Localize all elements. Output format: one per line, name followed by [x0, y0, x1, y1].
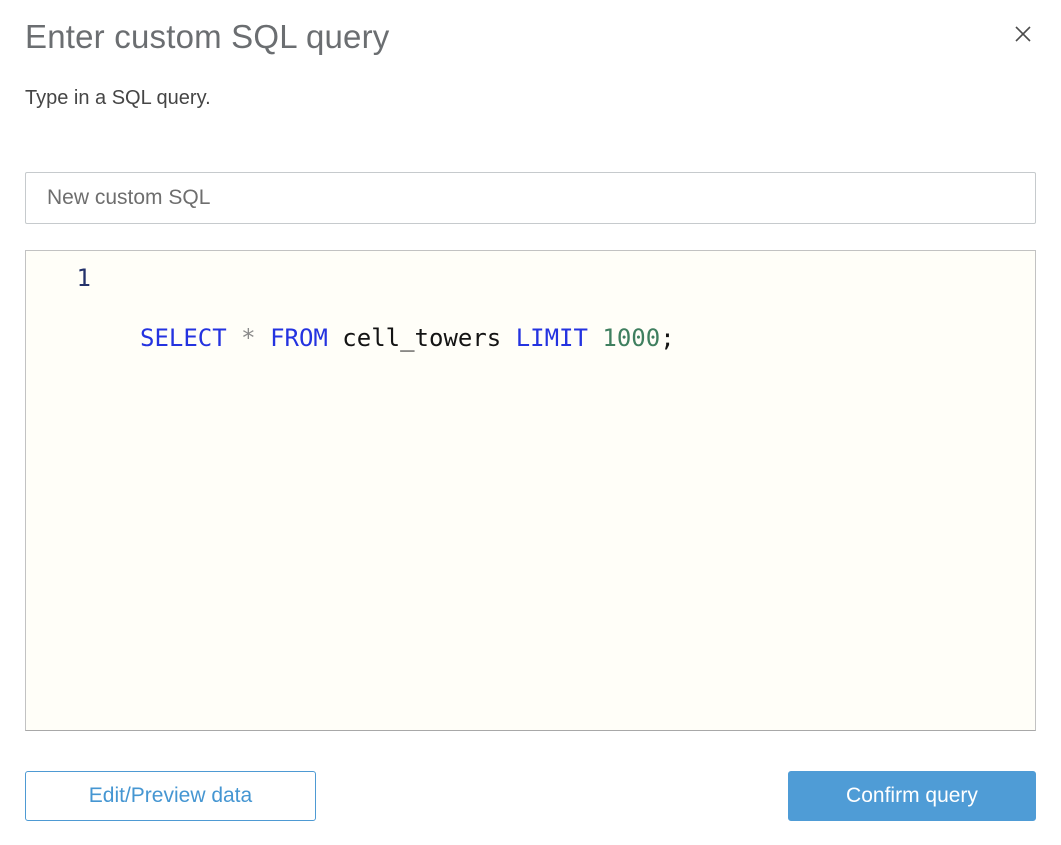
query-name-input[interactable] [25, 172, 1036, 224]
edit-preview-data-button[interactable]: Edit/Preview data [25, 771, 316, 821]
code-token-plain [256, 324, 270, 352]
sql-editor[interactable]: 1 SELECT * FROM cell_towers LIMIT 1000; [25, 250, 1036, 731]
code-line: SELECT * FROM cell_towers LIMIT 1000; [140, 323, 1035, 353]
code-token-operator: * [241, 324, 256, 352]
dialog-subtitle: Type in a SQL query. [25, 87, 211, 109]
confirm-query-button[interactable]: Confirm query [788, 771, 1036, 821]
code-token-keyword: SELECT [140, 324, 227, 352]
code-token-plain: ; [660, 324, 675, 352]
code-token-keyword: LIMIT [515, 324, 588, 352]
code-token-number: 1000 [602, 324, 661, 352]
editor-gutter: 1 [26, 251, 91, 730]
line-number: 1 [76, 264, 91, 292]
code-token-keyword: FROM [270, 324, 328, 352]
dialog-footer: Edit/Preview data Confirm query [25, 771, 1036, 821]
code-token-plain [588, 324, 602, 352]
close-button[interactable] [1009, 20, 1037, 48]
close-icon [1015, 26, 1031, 42]
code-token-plain [227, 324, 241, 352]
code-token-plain: cell_towers [327, 324, 516, 352]
code-area[interactable]: SELECT * FROM cell_towers LIMIT 1000; [91, 251, 1035, 730]
dialog-title: Enter custom SQL query [25, 18, 390, 55]
